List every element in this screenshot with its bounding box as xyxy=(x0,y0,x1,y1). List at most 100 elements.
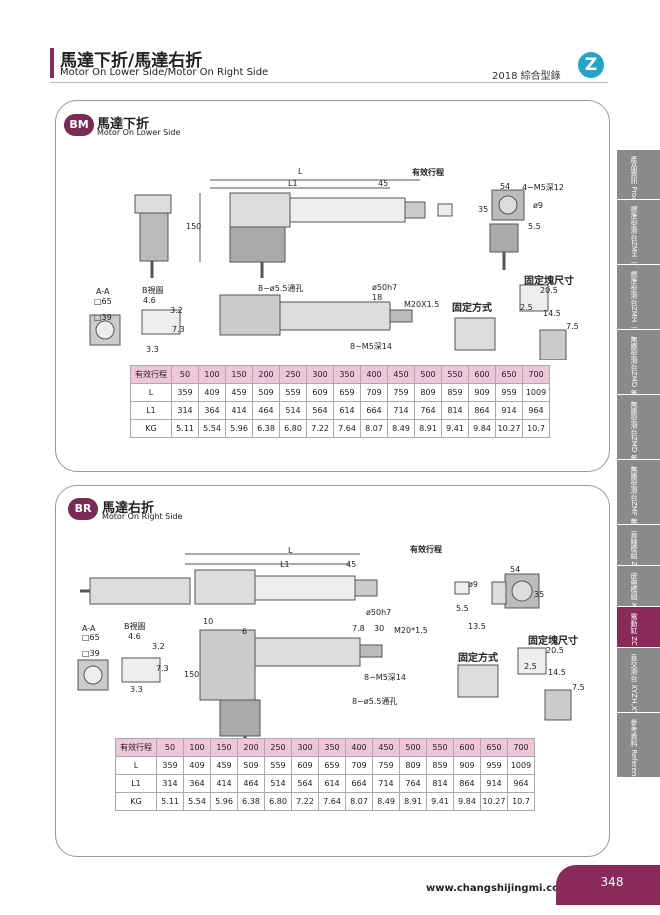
page-number-box xyxy=(556,865,660,905)
table-row: L1 314 364 414 464 514 564 614 664 714 7… xyxy=(115,774,535,793)
dim-shaft: ø50h7 xyxy=(372,283,398,292)
table-cell: 414 xyxy=(210,774,238,793)
table-cell: 814 xyxy=(426,774,454,793)
table-cell: 8.07 xyxy=(360,419,388,438)
table-row: KG 5.11 5.54 5.96 6.38 6.80 7.22 7.64 8.… xyxy=(115,792,535,811)
table-cell: 9.41 xyxy=(426,792,454,811)
dim-35: 35 xyxy=(478,205,489,214)
dim-7-3: 7.3 xyxy=(156,664,169,673)
table-cell: 664 xyxy=(345,774,373,793)
table-header-label: 有效行程 xyxy=(115,738,157,757)
dim-7-5: 7.5 xyxy=(566,322,579,331)
b-view-label: B視圖 xyxy=(124,622,146,631)
table-cell: 8.07 xyxy=(345,792,373,811)
table-cell: 814 xyxy=(441,401,469,420)
table-cell: 714 xyxy=(387,401,415,420)
table-cell: 364 xyxy=(183,774,211,793)
side-tab-label: 標準型滑台ZMH 一般樣式 xyxy=(630,271,638,353)
side-tab-zmh-1[interactable]: 標準型滑台ZMH 一般樣式 xyxy=(617,200,660,287)
side-tab-zmf[interactable]: 無塵型滑台ZMF 無塵樣式 xyxy=(617,460,660,546)
table-cell: 764 xyxy=(399,774,427,793)
side-tab-xxr[interactable]: 皮帶模組 XXR xyxy=(617,566,660,617)
dim-4-6: 4.6 xyxy=(143,296,156,305)
section-title: 馬達右折 xyxy=(102,501,155,516)
side-tab-xyz[interactable]: 直交滑台 XYZH,XYZP xyxy=(617,648,660,724)
section-badge: BR xyxy=(68,498,98,520)
dim-10: 10 xyxy=(203,617,214,626)
table-cell: 414 xyxy=(225,401,253,420)
side-tab-reference[interactable]: 參考資料 Reference xyxy=(617,713,660,784)
table-cell: 8.91 xyxy=(414,419,442,438)
table-cell: 7.22 xyxy=(291,792,319,811)
table-header-cell: 250 xyxy=(264,738,292,757)
table-cell: 5.54 xyxy=(198,419,226,438)
table-cell: 759 xyxy=(372,756,400,775)
side-tab-zmd-2[interactable]: 無塵型滑台ZMD 無塵樣式 xyxy=(617,395,660,482)
table-cell: 9.41 xyxy=(441,419,469,438)
dim-35: 35 xyxy=(534,590,545,599)
table-cell: 6.80 xyxy=(264,792,292,811)
table-header-cell: 600 xyxy=(453,738,481,757)
page-subtitle: Motor On Lower Side/Motor On Right Side xyxy=(60,67,269,78)
fix-block-size-label: 固定塊尺寸 xyxy=(528,636,578,647)
side-tab-label: 直交滑台 XYZH,XYZP xyxy=(630,654,638,724)
table-cell: 359 xyxy=(156,756,184,775)
brand-logo-letter: Z xyxy=(584,55,598,75)
dim-7-5: 7.5 xyxy=(572,683,585,692)
table-cell: 514 xyxy=(279,401,307,420)
dim-2-5: 2.5 xyxy=(520,303,533,312)
table-cell: 10.27 xyxy=(495,419,523,438)
table-header-cell: 250 xyxy=(279,365,307,384)
side-tab-zc[interactable]: 電動缸 ZC xyxy=(617,607,660,648)
table-cell: 809 xyxy=(399,756,427,775)
table-cell: 5.54 xyxy=(183,792,211,811)
table-cell: 364 xyxy=(198,401,226,420)
table-cell: 8.49 xyxy=(387,419,415,438)
section-aa-label: A-A xyxy=(96,287,110,296)
table-header-cell: 550 xyxy=(426,738,454,757)
side-tab-zmd-1[interactable]: 無塵型滑台ZMD 無塵樣式 xyxy=(617,330,660,417)
table-cell: 914 xyxy=(480,774,508,793)
side-tab-zlmh[interactable]: 直線模組 ZLMH xyxy=(617,525,660,581)
dim-sq65: □65 xyxy=(82,633,100,642)
side-tab-label: 產品資訊 Product xyxy=(630,156,638,213)
side-tab-zmh-2[interactable]: 標準型滑台ZMH 一般樣式 xyxy=(617,265,660,352)
table-cell: 609 xyxy=(306,383,334,402)
table-cell: 6.38 xyxy=(252,419,280,438)
table-cell: 314 xyxy=(156,774,184,793)
table-cell: 964 xyxy=(507,774,535,793)
table-cell: 359 xyxy=(171,383,199,402)
table-header-cell: 600 xyxy=(468,365,496,384)
table-cell: 709 xyxy=(360,383,388,402)
table-cell: 909 xyxy=(468,383,496,402)
footer-url[interactable]: www.changshijingmi.com xyxy=(426,883,570,894)
table-header-cell: 200 xyxy=(237,738,265,757)
section-aa-label: A-A xyxy=(82,624,96,633)
side-tab-label: 標準型滑台ZMH 一般樣式 xyxy=(630,206,638,288)
dim-sq39: □39 xyxy=(94,313,112,322)
table-header-cell: 150 xyxy=(210,738,238,757)
table-row: L 359 409 459 509 559 609 659 709 759 80… xyxy=(130,383,550,402)
table-cell: 459 xyxy=(210,756,238,775)
side-tab-label: 皮帶模組 XXR xyxy=(630,572,638,617)
side-tab-label: 無塵型滑台ZMD 無塵樣式 xyxy=(630,401,638,483)
side-tab-product[interactable]: 產品資訊 Product xyxy=(617,150,660,213)
table-cell: 509 xyxy=(252,383,280,402)
dim-45: 45 xyxy=(346,560,357,569)
table-cell: 6.38 xyxy=(237,792,265,811)
table-cell: 609 xyxy=(291,756,319,775)
table-cell: 10.27 xyxy=(480,792,508,811)
fix-method-label: 固定方式 xyxy=(452,303,492,314)
table-cell: 564 xyxy=(306,401,334,420)
dim-9: ø9 xyxy=(533,201,543,210)
table-cell: 859 xyxy=(441,383,469,402)
table-header-cell: 650 xyxy=(480,738,508,757)
side-tab-label: 參考資料 Reference xyxy=(630,719,638,785)
page-title: 馬達下折/馬達右折 xyxy=(60,51,203,71)
table-cell: 409 xyxy=(198,383,226,402)
table-header-cell: 200 xyxy=(252,365,280,384)
dim-14-5: 14.5 xyxy=(548,668,566,677)
table-cell: 659 xyxy=(333,383,361,402)
stroke-label: 有效行程 xyxy=(412,168,444,177)
row-label: L1 xyxy=(130,401,172,420)
